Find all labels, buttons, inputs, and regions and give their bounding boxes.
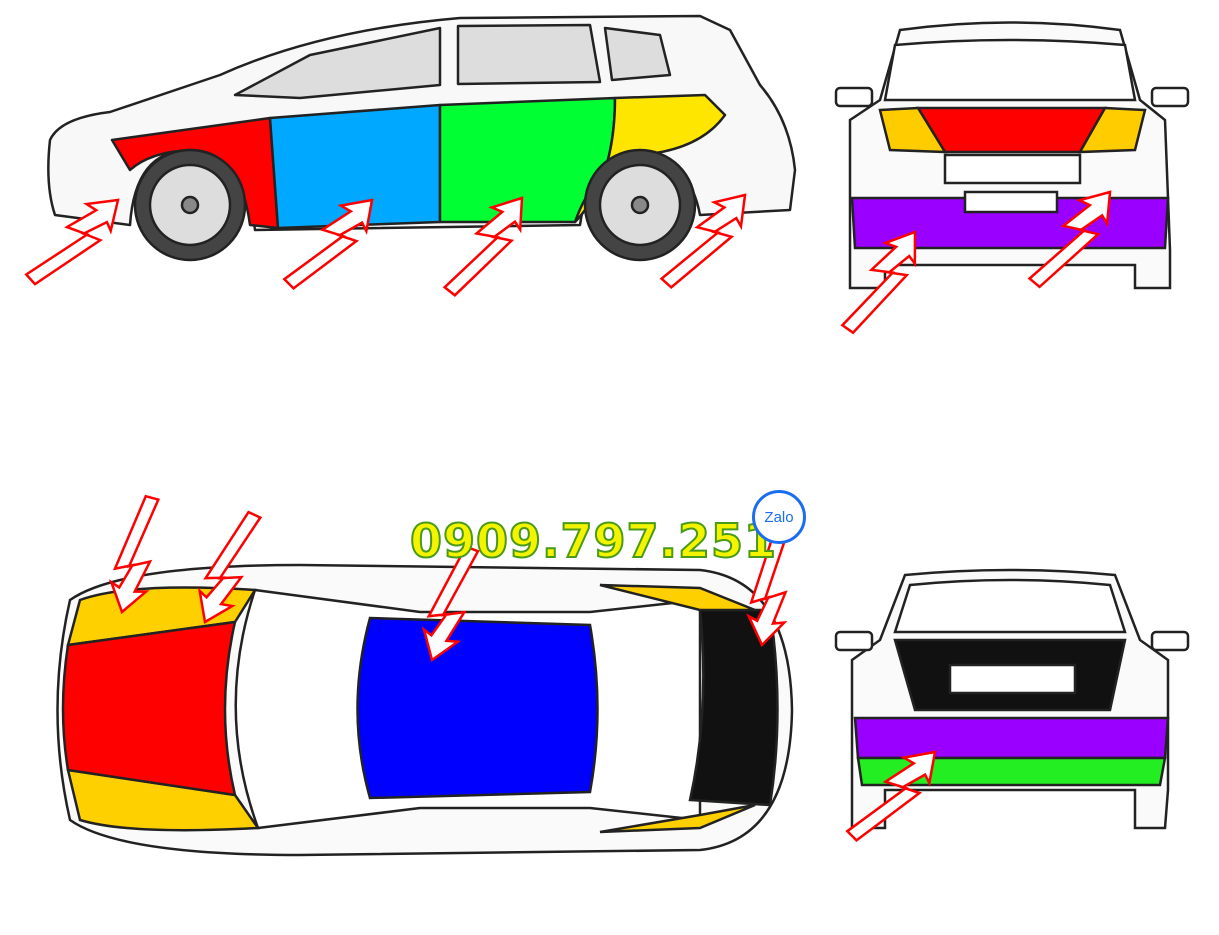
top-front-right-fender-yellow — [66, 768, 261, 832]
top-rear-right-quarter-yellow — [599, 803, 756, 834]
top-roof-blue — [356, 616, 599, 800]
side-view-car — [47, 14, 797, 262]
top-trunk-black — [688, 608, 779, 807]
front-hood-red — [915, 106, 1108, 154]
top-rear-left-quarter-yellow — [599, 583, 756, 612]
front-fender-left-yellow — [878, 106, 948, 154]
top-hood-red — [61, 620, 237, 797]
front-fender-right-yellow — [1077, 106, 1147, 154]
rear-bumper-purple — [853, 716, 1170, 760]
rear-view-car — [834, 568, 1190, 830]
top-view-car — [56, 563, 794, 857]
phone-number-watermark: 0909.797.251 — [409, 514, 778, 568]
zalo-icon[interactable]: Zalo — [752, 490, 806, 544]
front-view-car — [834, 21, 1190, 290]
zalo-label: Zalo — [764, 508, 794, 526]
rear-lower-bumper-green — [856, 756, 1167, 787]
